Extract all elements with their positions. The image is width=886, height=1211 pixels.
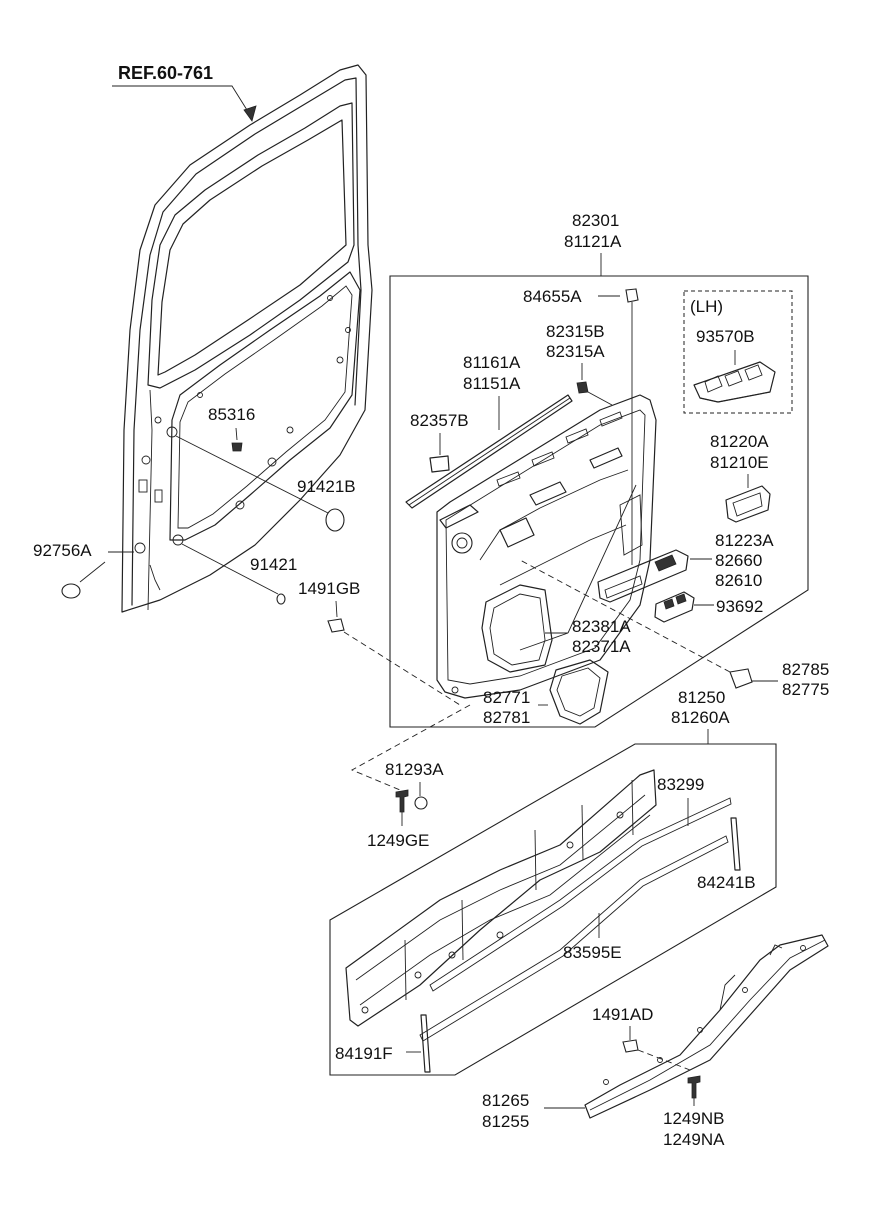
ref-label: REF.60-761 xyxy=(118,63,213,83)
sill-rail-81265 xyxy=(584,934,829,1119)
label-81293A: 81293A xyxy=(385,760,444,779)
label-82357B: 82357B xyxy=(410,411,469,430)
label-82371A: 82371A xyxy=(572,637,631,656)
grommet-91421 xyxy=(276,593,286,605)
label-83595E: 83595E xyxy=(563,943,622,962)
label-84241B: 84241B xyxy=(697,873,756,892)
label-81121A: 81121A xyxy=(564,232,622,251)
screw-1249GE xyxy=(395,789,409,813)
grommet-92756A xyxy=(61,583,81,599)
label-81260A: 81260A xyxy=(671,708,730,727)
label-81250: 81250 xyxy=(678,688,725,707)
label-1249NB: 1249NB xyxy=(663,1109,724,1128)
label-82785: 82785 xyxy=(782,660,829,679)
label-82610: 82610 xyxy=(715,571,762,590)
label-93692: 93692 xyxy=(716,597,763,616)
label-84655A: 84655A xyxy=(523,287,582,306)
clip-81293A xyxy=(414,796,428,810)
inside-handle-81220A xyxy=(725,485,771,523)
speaker-grille-82771 xyxy=(549,659,609,725)
clip-82315 xyxy=(576,381,589,394)
label-83299: 83299 xyxy=(657,775,704,794)
switch-bezel-82660 xyxy=(597,549,689,603)
label-1491AD: 1491AD xyxy=(592,1005,653,1024)
label-82381A: 82381A xyxy=(572,617,631,636)
label-84191F: 84191F xyxy=(335,1044,393,1063)
label-82315A: 82315A xyxy=(546,342,605,361)
label-81265: 81265 xyxy=(482,1091,529,1110)
strip-84191F xyxy=(420,1014,431,1073)
label-93570B: 93570B xyxy=(696,327,755,346)
door-frame xyxy=(121,64,373,613)
label-82660: 82660 xyxy=(715,551,762,570)
screw-1249NB xyxy=(687,1075,701,1099)
label-81255: 81255 xyxy=(482,1112,529,1131)
strip-83595E xyxy=(419,835,729,1042)
label-81210E: 81210E xyxy=(710,453,769,472)
weatherstrip-81161A xyxy=(405,394,573,509)
label-81223A: 81223A xyxy=(715,531,774,550)
door-trim-panel xyxy=(436,394,657,699)
cover-82785 xyxy=(729,668,753,689)
label-81161A: 81161A xyxy=(463,353,521,372)
lower-trim-81250 xyxy=(345,769,657,1027)
label-81151A: 81151A xyxy=(463,374,521,393)
bracket-82357B xyxy=(429,455,450,473)
label-85316: 85316 xyxy=(208,405,255,424)
power-window-switch-lh xyxy=(693,361,776,403)
grommet-91421B xyxy=(325,508,345,532)
label-91421: 91421 xyxy=(250,555,297,574)
strip-83299 xyxy=(429,797,732,992)
strip-84241B xyxy=(730,817,741,871)
label-81220A: 81220A xyxy=(710,432,769,451)
label-82775: 82775 xyxy=(782,680,829,699)
label-82781: 82781 xyxy=(483,708,530,727)
clip-1491AD xyxy=(622,1039,639,1053)
label-1491GB: 1491GB xyxy=(298,579,360,598)
lh-box xyxy=(683,290,793,414)
clip-1491GB xyxy=(327,618,345,633)
label-82315B: 82315B xyxy=(546,322,605,341)
label-82771: 82771 xyxy=(483,688,530,707)
trim-panel-box xyxy=(389,275,809,728)
label-91421B: 91421B xyxy=(297,477,356,496)
label-1249GE: 1249GE xyxy=(367,831,429,850)
switch-93692 xyxy=(654,591,695,623)
label-1249NA: 1249NA xyxy=(663,1130,725,1149)
lower-trim-box xyxy=(329,743,777,1076)
label-lh: (LH) xyxy=(690,297,723,316)
cap-84655A xyxy=(625,288,639,303)
label-82301: 82301 xyxy=(572,211,619,230)
label-92756A: 92756A xyxy=(33,541,92,560)
